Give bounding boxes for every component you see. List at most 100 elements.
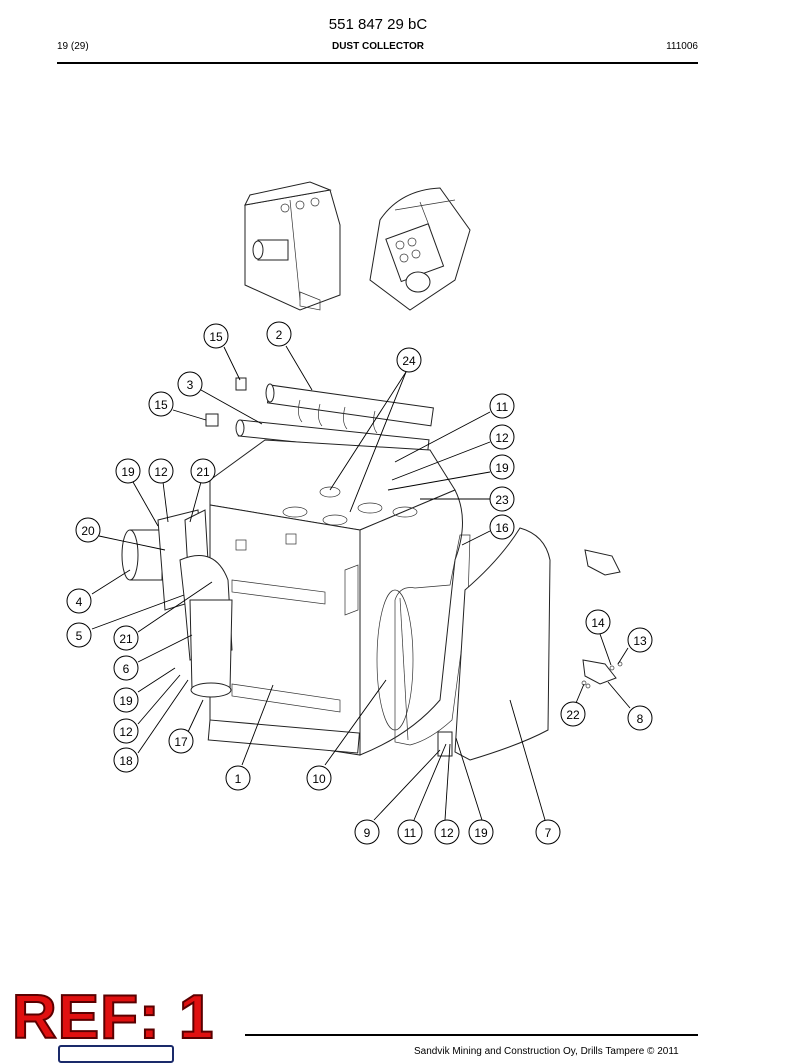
- callout-3: 3: [177, 371, 203, 397]
- callout-23-balloon: [489, 486, 515, 512]
- callout-24-label: 24: [402, 354, 416, 368]
- callout-5: 5: [66, 622, 92, 648]
- callout-18-balloon: [113, 747, 139, 773]
- callout-15-top: 15: [203, 323, 229, 349]
- callout-19-lower-left-label: 19: [119, 694, 133, 708]
- callout-21-lower: 21: [113, 625, 139, 651]
- callout-9-balloon: [354, 819, 380, 845]
- callout-19-right: 19: [489, 454, 515, 480]
- callout-20: 20: [75, 517, 101, 543]
- callout-14-balloon: [585, 609, 611, 635]
- callout-6-label: 6: [123, 662, 130, 676]
- callout-19-bottom-label: 19: [474, 826, 488, 840]
- callout-19-bottom: 19: [468, 819, 494, 845]
- callout-11-bottom: 11: [397, 819, 423, 845]
- callout-19-upper-left-balloon: [115, 458, 141, 484]
- callout-21-lower-label: 21: [119, 632, 133, 646]
- callout-19-bottom-balloon: [468, 819, 494, 845]
- callout-8-label: 8: [637, 712, 644, 726]
- callout-11-top-balloon: [489, 393, 515, 419]
- callout-3-balloon: [177, 371, 203, 397]
- callout-12-right: 12: [489, 424, 515, 450]
- callout-18-label: 18: [119, 754, 133, 768]
- callout-16-label: 16: [495, 521, 509, 535]
- callout-6-balloon: [113, 655, 139, 681]
- callout-12-bottom-label: 12: [440, 826, 454, 840]
- callout-4-balloon: [66, 588, 92, 614]
- callout-7-label: 7: [545, 826, 552, 840]
- callout-22: 22: [560, 701, 586, 727]
- callout-11-top-label: 11: [496, 400, 509, 414]
- callout-10: 10: [306, 765, 332, 791]
- callout-16: 16: [489, 514, 515, 540]
- callout-15-top-label: 15: [209, 330, 223, 344]
- inlet-pipe-assembly: [121, 509, 233, 698]
- header-rule: [57, 62, 698, 64]
- callout-6: 6: [113, 655, 139, 681]
- callout-5-balloon: [66, 622, 92, 648]
- footer-rule: [245, 1034, 698, 1036]
- callout-19-upper-left: 19: [115, 458, 141, 484]
- latch-details: [581, 549, 623, 689]
- callout-10-label: 10: [312, 772, 326, 786]
- callout-16-balloon: [489, 514, 515, 540]
- document-number: 551 847 29 bC: [328, 16, 428, 33]
- callout-23-label: 23: [495, 493, 509, 507]
- callout-17-balloon: [168, 728, 194, 754]
- callout-15-left: 15: [148, 391, 174, 417]
- callout-5-label: 5: [76, 629, 83, 643]
- callout-19-lower-left-balloon: [113, 687, 139, 713]
- callout-14: 14: [585, 609, 611, 635]
- callout-1-balloon: [225, 765, 251, 791]
- callout-18: 18: [113, 747, 139, 773]
- callout-15-left-label: 15: [154, 398, 168, 412]
- ref-stamp: REF: 1: [11, 982, 215, 1053]
- callout-4: 4: [66, 588, 92, 614]
- callout-22-balloon: [560, 701, 586, 727]
- overview-front-view: [244, 181, 341, 311]
- callout-7-balloon: [535, 819, 561, 845]
- callout-2: 2: [266, 321, 292, 347]
- callout-13-label: 13: [633, 634, 647, 648]
- callout-20-balloon: [75, 517, 101, 543]
- callout-19-lower-left: 19: [113, 687, 139, 713]
- callout-12-lower-left-label: 12: [119, 725, 133, 739]
- callout-12-upper-left-label: 12: [154, 465, 168, 479]
- main-housing: [207, 439, 463, 756]
- callout-21-top-label: 21: [196, 465, 210, 479]
- callout-8-balloon: [627, 705, 653, 731]
- callout-9-label: 9: [364, 826, 371, 840]
- callout-19-right-balloon: [489, 454, 515, 480]
- callout-12-upper-left: 12: [148, 458, 174, 484]
- callout-9: 9: [354, 819, 380, 845]
- leader-lines: [91, 345, 631, 821]
- footer-copyright: Sandvik Mining and Construction Oy, Dril…: [414, 1046, 679, 1057]
- callout-10-balloon: [306, 765, 332, 791]
- callout-12-bottom: 12: [434, 819, 460, 845]
- callout-12-lower-left-balloon: [113, 718, 139, 744]
- callout-23: 23: [489, 486, 515, 512]
- callout-12-upper-left-balloon: [148, 458, 174, 484]
- callout-12-bottom-balloon: [434, 819, 460, 845]
- cover-and-handle: [376, 527, 551, 761]
- page-number: 19 (29): [57, 41, 89, 52]
- callout-2-label: 2: [276, 328, 283, 342]
- callout-13: 13: [627, 627, 653, 653]
- callout-17: 17: [168, 728, 194, 754]
- callout-24-balloon: [396, 347, 422, 373]
- document-title: DUST COLLECTOR: [331, 41, 425, 52]
- callout-15-left-balloon: [148, 391, 174, 417]
- callout-21-top: 21: [190, 458, 216, 484]
- callout-15-top-balloon: [203, 323, 229, 349]
- callout-12-right-balloon: [489, 424, 515, 450]
- callout-1: 1: [225, 765, 251, 791]
- callout-21-lower-balloon: [113, 625, 139, 651]
- callout-19-upper-left-label: 19: [121, 465, 135, 479]
- callout-8: 8: [627, 705, 653, 731]
- callout-12-right-label: 12: [495, 431, 509, 445]
- callout-22-label: 22: [566, 708, 580, 722]
- callout-20-label: 20: [81, 524, 95, 538]
- callout-1-label: 1: [235, 772, 242, 786]
